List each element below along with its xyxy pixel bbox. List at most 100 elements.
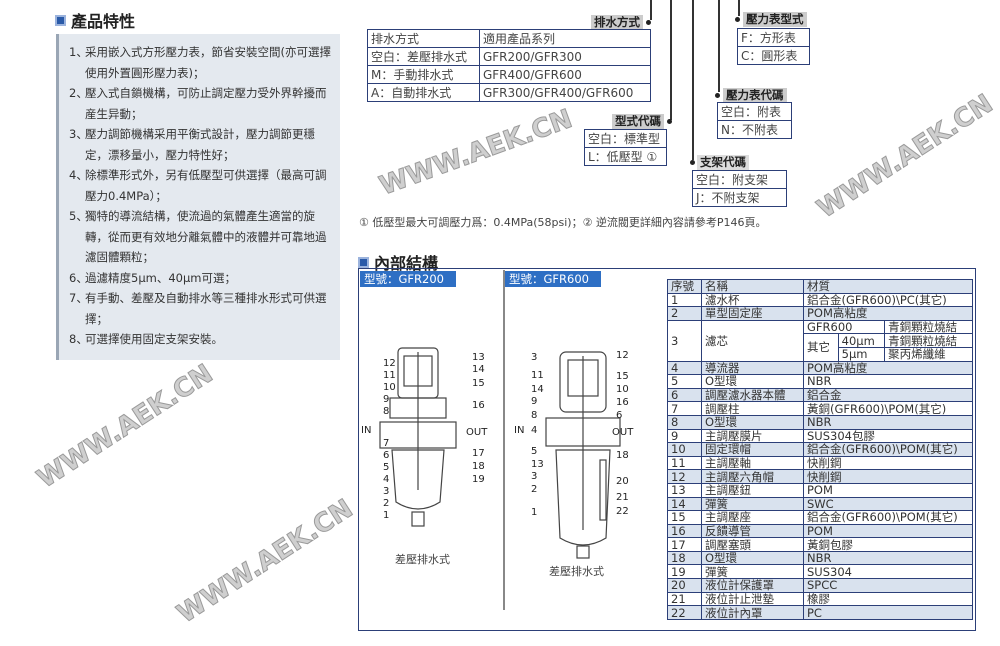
cell: 8 [667,414,702,430]
out-port-label: OUT [612,427,634,438]
feature-number: 3、 [69,127,88,141]
cell: 3 [667,319,702,362]
feature-number: 6、 [69,270,88,285]
callout-number: 17 [472,448,485,459]
cell: 9 [667,428,702,444]
feature-item: 8、可選擇使用固定支架安裝。 [69,329,334,350]
feature-text: 可選擇使用固定支架安裝。 [85,332,223,346]
cell: 17 [667,537,702,552]
cell: 主調壓鈕 [701,482,804,498]
label-text: 型式代碼 [612,114,664,129]
cell: POM高粘度 [803,360,973,376]
feature-number: 2、 [69,86,88,100]
cell: 主調壓膜片 [701,428,804,444]
callout-number: 3 [531,352,538,363]
feature-number: 7、 [69,291,88,305]
cell: 18 [667,550,702,566]
feature-text: 采用嵌入式方形壓力表，節省安裝空間(亦可選擇使用外置圓形壓力表)； [85,45,331,80]
feature-text: 有手動、差壓及自動排水等三種排水形式可供選擇； [85,291,327,326]
callout-number: 5 [531,446,538,457]
callout-number: 10 [616,384,629,395]
callout-number: 7 [383,438,390,449]
gauge-type-table: F：方形表 C：圓形表 [737,28,810,65]
cell: J：不附支架 [692,188,787,207]
cell: 適用產品系列 [478,29,652,48]
cell: 固定環帽 [701,442,804,457]
callout-number: 10 [383,382,396,393]
feature-text: 壓力調節機構采用平衡式設計，壓力調節更穩定，漂移量小，壓力特性好； [85,127,315,162]
cell: 濾水杯 [701,292,804,308]
cell: 14 [667,496,702,512]
callout-number: 15 [616,371,629,382]
leader-line [718,0,720,92]
cell: 橡膠 [803,591,973,607]
label-text: 支架代碼 [697,155,749,170]
cell: 鋁合金(GFR600)\PC(其它) [803,292,973,308]
cell: 調壓塞頭 [701,537,804,552]
cell: 聚丙烯纖維 [884,346,973,362]
callout-number: 6 [616,410,623,421]
cell: 22 [667,605,702,620]
in-port-label: IN [361,425,372,436]
cell: N：不附表 [717,120,792,139]
feature-number: 1、 [69,45,88,59]
callout-number: 4 [383,474,390,485]
gauge-code-table: 空白：附表 N：不附表 [717,102,792,139]
cell: 主調壓六角帽 [701,469,804,484]
callout-number: 8 [383,406,390,417]
callout-number: 16 [616,397,629,408]
cell: GFR300/GFR400/GFR600 [478,83,652,102]
cell: 調壓濾水器本體 [701,387,804,403]
cell: 黃銅包膠 [803,537,973,552]
cell: 青銅顆粒燒結 [884,319,973,335]
cell: 其它 [803,333,839,362]
callout-number: 16 [472,400,485,411]
callout-number: 2 [531,484,538,495]
feature-item: 2、壓入式自鎖機構，可防止調定壓力受外界幹擾而産生异動； [69,83,334,124]
callout-number: 2 [383,498,390,509]
callout-number: 6 [383,450,390,461]
dot-icon [690,160,695,165]
cell: 濾芯 [701,319,804,362]
cell: SWC [803,496,973,512]
model-label-gfr200: 型號：GFR200 [360,271,456,287]
cell: 7 [667,401,702,416]
leader-line [692,0,694,160]
callout-number: 3 [531,471,538,482]
cell: NBR [803,414,973,430]
cell: 20 [667,578,702,593]
features-panel: 1、采用嵌入式方形壓力表，節省安裝空間(亦可選擇使用外置圓形壓力表)；2、壓入式… [56,34,340,360]
watermark: WWW.AEK.CN [812,88,999,225]
type-code-table: 空白：標準型 L：低壓型 ① [584,129,667,166]
leader-line [670,0,672,120]
drain-label: 排水方式 [591,15,651,30]
cell: C：圓形表 [737,46,810,65]
feature-number: 8、 [69,332,88,346]
watermark: WWW.AEK.CN [32,358,219,495]
cell: 快削鋼 [803,469,973,484]
section-square-icon [55,14,66,26]
feature-item: 3、壓力調節機構采用平衡式設計，壓力調節更穩定，漂移量小，壓力特性好； [69,124,334,165]
cell: POM高粘度 [803,306,973,321]
callout-number: 13 [531,459,544,470]
cell: 主調壓軸 [701,455,804,471]
cell: 主調壓座 [701,510,804,525]
cell: SPCC [803,578,973,593]
callout-number: 21 [616,492,629,503]
callout-number: 4 [531,425,538,436]
features-title: 產品特性 [71,12,136,31]
cell: 空白：附支架 [692,170,787,189]
cell: O型環 [701,550,804,566]
callout-number: 22 [616,506,629,517]
